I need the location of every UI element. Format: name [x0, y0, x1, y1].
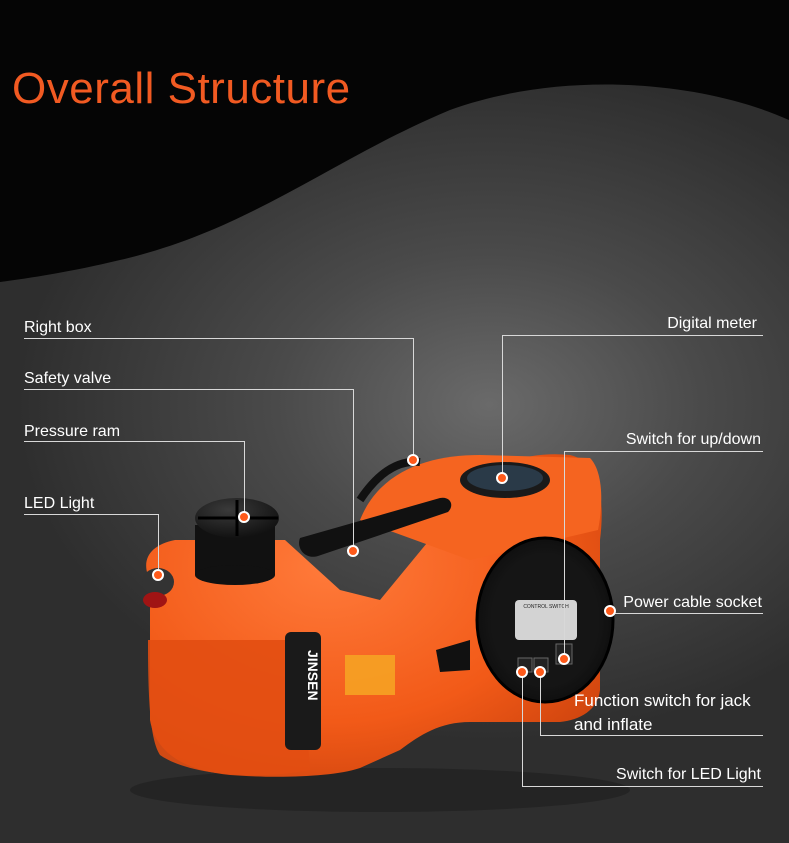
leader-switch-up-down-h	[564, 451, 763, 452]
leader-power-cable-socket-h	[610, 613, 763, 614]
floor-shadow	[130, 768, 630, 812]
leader-digital-meter-v	[502, 335, 503, 478]
callout-dot-function-switch	[534, 666, 546, 678]
leader-right-box-v	[413, 338, 414, 460]
label-pressure-ram: Pressure ram	[24, 423, 121, 440]
leader-safety-valve-v	[353, 389, 354, 551]
carry-handle	[299, 497, 452, 557]
jack-lower-body	[148, 640, 310, 776]
dark-header-wave	[0, 0, 789, 282]
leader-pressure-ram-h	[24, 441, 245, 442]
label-safety-valve: Safety valve	[24, 370, 112, 387]
callout-dot-digital-meter	[496, 472, 508, 484]
leader-switch-led-light-h	[522, 786, 763, 787]
callout-dot-safety-valve	[347, 545, 359, 557]
control-panel-plate	[515, 600, 577, 640]
label-power-cable-socket: Power cable socket	[623, 594, 762, 611]
brand-text: JINSEN	[305, 650, 321, 701]
label-switch-up-down: Switch for up/down	[625, 431, 761, 448]
label-digital-meter: Digital meter	[667, 315, 757, 332]
callout-dot-right-box	[407, 454, 419, 466]
callout-dot-switch-up-down	[558, 653, 570, 665]
leader-function-switch-v	[540, 672, 541, 735]
brand-plate	[285, 632, 321, 750]
page-title: Overall Structure	[12, 64, 351, 113]
callout-dot-pressure-ram	[238, 511, 250, 523]
callout-dot-power-cable-socket	[604, 605, 616, 617]
leader-safety-valve-h	[24, 389, 354, 390]
leader-switch-led-light-v	[522, 672, 523, 786]
spec-sticker	[345, 655, 395, 695]
label-function-switch: Function switch for jack and inflate	[574, 691, 751, 734]
leader-function-switch-h	[540, 735, 763, 736]
led-light-shape	[142, 568, 174, 596]
callout-dot-switch-led-light	[516, 666, 528, 678]
leader-pressure-ram-v	[244, 441, 245, 517]
label-switch-led-light: Switch for LED Light	[616, 766, 761, 783]
leader-digital-meter-h	[502, 335, 763, 336]
callout-dot-led-light	[152, 569, 164, 581]
leader-led-light-v	[158, 514, 159, 575]
label-led-light: LED Light	[24, 495, 95, 512]
leader-right-box-h	[24, 338, 414, 339]
leader-led-light-h	[24, 514, 159, 515]
leader-switch-up-down-v	[564, 451, 565, 659]
panel-text: CONTROL SWITCH	[523, 604, 569, 610]
label-right-box: Right box	[24, 319, 92, 336]
